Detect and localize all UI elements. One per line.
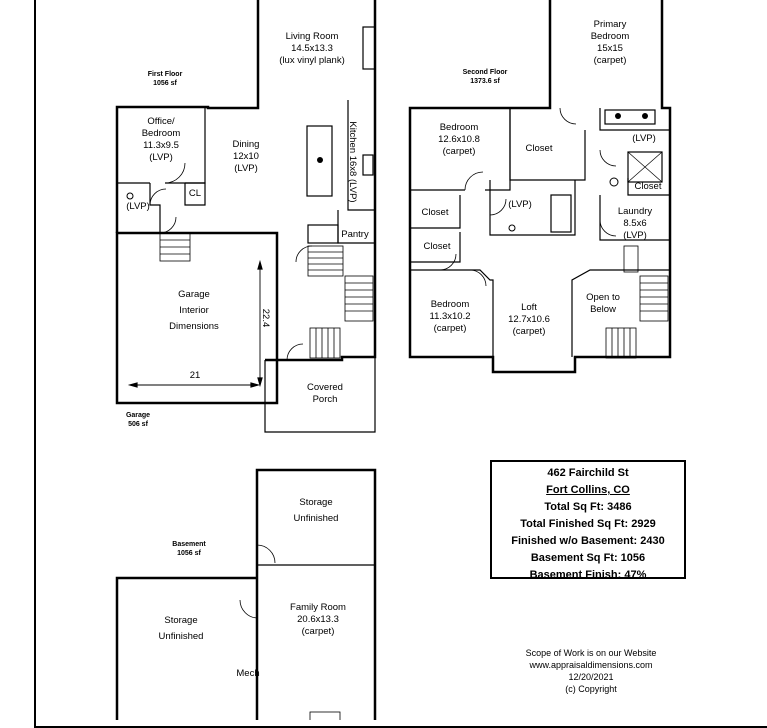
mech-label: Mech	[236, 668, 260, 679]
finished-wo-basement-line: Finished w/o Basement: 2430	[511, 535, 665, 547]
room-status: Unfinished	[158, 631, 204, 642]
open-to-below-label: Open to Below	[586, 292, 620, 316]
scope-of-work-note: Scope of Work is on our Website www.appr…	[516, 647, 666, 695]
kitchen-label: Kitchen 16x8 (LVP)	[346, 121, 358, 202]
finished-sqft-line: Total Finished Sq Ft: 2929	[520, 518, 656, 530]
closet-a-label: Closet	[421, 207, 449, 218]
second-floor-outline	[408, 0, 672, 374]
total-sqft-line: Total Sq Ft: 3486	[544, 501, 632, 513]
room-name: Garage	[178, 289, 210, 300]
first-floor-name-label: First Floor 1056 sf	[148, 70, 183, 88]
bedroom-1-label: Bedroom 12.6x10.8 (carpet)	[438, 122, 480, 158]
room-floor: (LVP)	[623, 230, 647, 241]
room-floor: (LVP)	[234, 163, 258, 174]
room-name: Bedroom	[439, 122, 479, 133]
room-name: Loft	[521, 302, 537, 313]
room-status: Unfinished	[293, 513, 339, 524]
floor-name: Basement	[172, 541, 206, 548]
bedroom-2-label: Bedroom 11.3x10.2 (carpet)	[429, 299, 470, 335]
floor-area: 1056 sf	[153, 80, 177, 87]
living-room-label: Living Room 14.5x13.3 (lux vinyl plank)	[279, 31, 344, 67]
powder-bath-label: (LVP)	[126, 201, 150, 212]
room-name: Open to	[586, 292, 620, 303]
covered-porch-label: Covered Porch	[307, 382, 343, 406]
room-floor: (carpet)	[512, 326, 546, 337]
primary-bath-label: (LVP)	[632, 133, 656, 144]
pantry-label: Pantry	[341, 229, 369, 240]
second-floor-name-label: Second Floor 1373.6 sf	[463, 68, 508, 86]
room-name-3: Dimensions	[169, 321, 219, 332]
storage-top-label: Storage Unfinished	[294, 497, 339, 525]
date-line: 12/20/2021	[568, 672, 614, 682]
room-floor: (LVP)	[149, 152, 173, 163]
room-floor: (lux vinyl plank)	[279, 55, 345, 66]
floor-name: Second Floor	[462, 69, 508, 76]
room-name-2: Below	[590, 304, 616, 315]
room-name: Family Room	[290, 602, 346, 613]
dining-label: Dining 12x10 (LVP)	[233, 139, 260, 175]
basement-sqft-line: Basement Sq Ft: 1056	[530, 552, 646, 564]
room-size: 20.6x13.3	[297, 614, 339, 625]
storage-left-label: Storage Unfinished	[159, 615, 204, 643]
room-floor: (carpet)	[593, 55, 627, 66]
room-size: 8.5x6	[623, 218, 647, 229]
primary-closet-label: Closet	[634, 181, 662, 192]
room-size: 12.7x10.6	[508, 314, 550, 325]
basement-outline	[115, 468, 377, 720]
room-size: 12x10	[233, 151, 259, 162]
room-name: Living Room	[285, 31, 339, 42]
copyright-line: (c) Copyright	[565, 684, 617, 694]
area-summary-box: 462 Fairchild St Fort Collins, CO Total …	[490, 460, 686, 581]
room-floor: (LVP)	[347, 178, 358, 203]
city-line: Fort Collins, CO	[546, 484, 630, 496]
room-size: 14.5x13.3	[291, 43, 333, 54]
cl-label: CL	[188, 188, 202, 199]
room-size: 12.6x10.8	[438, 134, 480, 145]
room-name: Bedroom	[430, 299, 470, 310]
address-line: 462 Fairchild St	[547, 467, 629, 479]
floor-area: 1056 sf	[177, 550, 201, 557]
room-size: 15x15	[597, 43, 623, 54]
laundry-label: Laundry 8.5x6 (LVP)	[618, 206, 652, 242]
room-name: Dining	[232, 139, 260, 150]
room-name: Storage	[299, 497, 333, 508]
room-floor: (carpet)	[433, 323, 467, 334]
floor-name: Garage	[125, 412, 151, 419]
loft-label: Loft 12.7x10.6 (carpet)	[508, 302, 550, 338]
first-floor-outline	[115, 0, 377, 433]
closet-main-label: Closet	[525, 143, 553, 154]
room-size: 11.3x9.5	[143, 140, 179, 151]
room-name: Primary	[593, 19, 627, 30]
garage-interior-label: Garage Interior Dimensions	[169, 289, 219, 333]
garage-floor-label: Garage 506 sf	[126, 411, 150, 429]
website-line[interactable]: www.appraisaldimensions.com	[529, 660, 653, 670]
office-bedroom-label: Office/ Bedroom 11.3x9.5 (LVP)	[142, 116, 181, 164]
closet-b-label: Closet	[423, 241, 451, 252]
room-floor: (carpet)	[442, 146, 476, 157]
room-name: Kitchen	[347, 121, 358, 154]
family-room-label: Family Room 20.6x13.3 (carpet)	[290, 602, 346, 638]
primary-bedroom-label: Primary Bedroom 15x15 (carpet)	[591, 19, 630, 67]
hall-bath-label: (LVP)	[508, 199, 532, 210]
garage-depth-label: 22.4	[260, 308, 271, 328]
room-floor: (carpet)	[301, 626, 335, 637]
room-name-2: Interior	[179, 305, 209, 316]
room-name-2: Bedroom	[141, 128, 181, 139]
room-name: Storage	[164, 615, 198, 626]
basement-floor-label: Basement 1056 sf	[172, 540, 205, 558]
basement-finish-line: Basement Finish: 47%	[529, 569, 647, 581]
room-name: Laundry	[617, 206, 653, 217]
room-name-2: Bedroom	[590, 31, 630, 42]
floor-area: 1373.6 sf	[470, 78, 500, 85]
garage-width-label: 21	[189, 370, 201, 381]
room-name: Office/	[147, 116, 175, 127]
room-name-2: Porch	[312, 394, 338, 405]
room-name: Covered	[307, 382, 343, 393]
scope-line: Scope of Work is on our Website	[525, 648, 657, 658]
room-size: 16x8	[347, 155, 358, 177]
floor-name: First Floor	[147, 71, 183, 78]
floor-area: 506 sf	[128, 421, 148, 428]
room-size: 11.3x10.2	[429, 311, 471, 322]
